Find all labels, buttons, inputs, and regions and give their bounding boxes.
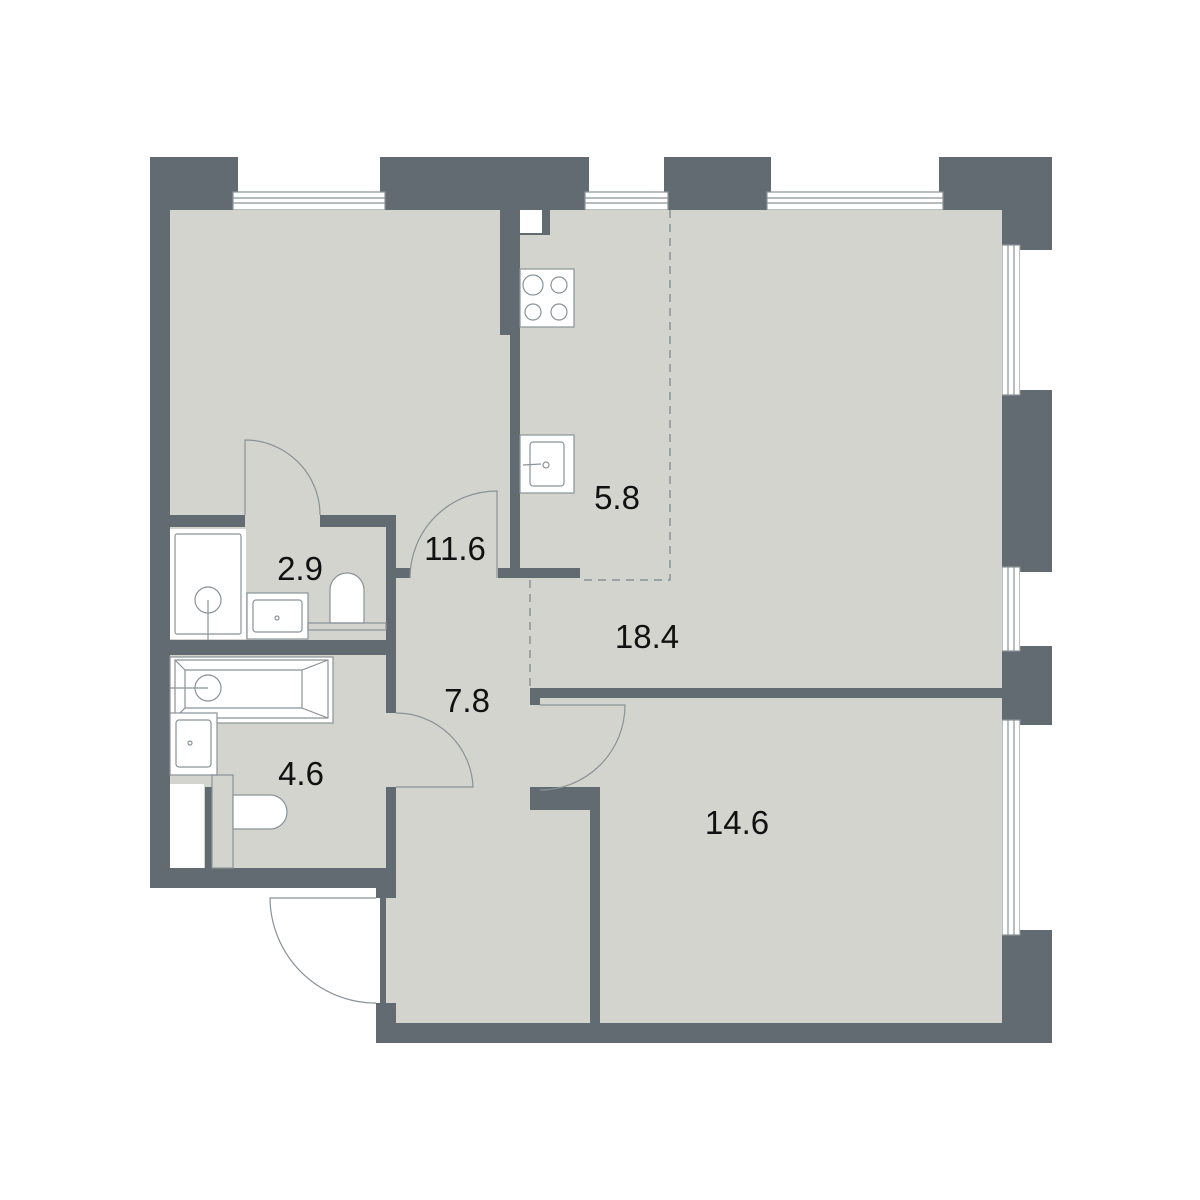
washbasin-large-icon — [169, 712, 218, 776]
room-area-living-room: 18.4 — [615, 618, 679, 655]
door-bedroom-2 — [539, 704, 626, 791]
room-area-bedroom-1: 11.6 — [424, 530, 486, 567]
bathtub-icon — [169, 656, 334, 724]
washbasin-small-icon — [246, 592, 309, 640]
ventilation-shaft — [520, 210, 542, 233]
window-top-3 — [766, 157, 944, 211]
room-area-bathroom-small: 2.9 — [277, 550, 323, 587]
door-entrance — [269, 897, 377, 1004]
kitchen-sink-icon — [519, 434, 575, 494]
kitchen-zone-boundary — [529, 210, 671, 688]
closet — [170, 784, 204, 868]
door-bathroom-small — [244, 439, 321, 516]
toilet-small-icon — [307, 572, 387, 631]
window-right-2 — [1001, 566, 1052, 652]
doors — [244, 439, 626, 1004]
window-right-1 — [1001, 244, 1052, 396]
room-area-hallway: 7.8 — [444, 682, 490, 719]
room-area-kitchen: 5.8 — [594, 479, 640, 516]
room-area-bedroom-2: 14.6 — [705, 804, 769, 841]
shower-tray-icon — [170, 529, 246, 640]
door-bedroom-1 — [409, 490, 498, 579]
window-top-2 — [584, 157, 669, 211]
room-area-bathroom-large: 4.6 — [278, 755, 324, 792]
stove-icon — [519, 268, 575, 328]
toilet-large-icon — [211, 774, 288, 869]
door-bathroom-large — [395, 712, 474, 788]
window-top-1 — [232, 157, 386, 211]
window-right-3 — [1001, 719, 1052, 936]
